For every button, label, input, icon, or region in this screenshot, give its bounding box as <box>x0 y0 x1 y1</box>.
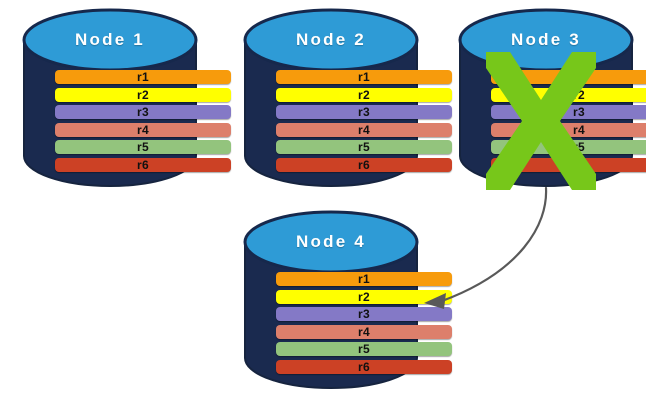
row-r1[interactable]: r1 <box>276 70 452 84</box>
row-r4[interactable]: r4 <box>276 324 452 339</box>
row-r6[interactable]: r6 <box>55 157 231 172</box>
row-label: r3 <box>573 105 585 119</box>
row-label: r5 <box>573 140 585 154</box>
row-label: r5 <box>358 342 370 356</box>
row-label: r2 <box>358 289 370 304</box>
node-cylinder-3[interactable]: Node 3 r1 r2 r3 r4 r5 r6 <box>458 8 646 190</box>
row-label: r4 <box>137 122 149 137</box>
node-rows-1: r1 r2 r3 r4 r5 r6 <box>22 70 264 172</box>
row-r5[interactable]: r5 <box>491 140 646 154</box>
row-label: r2 <box>358 87 370 102</box>
row-r2[interactable]: r2 <box>55 87 231 102</box>
row-label: r1 <box>573 70 585 84</box>
row-label: r6 <box>358 157 370 172</box>
row-label: r4 <box>358 122 370 137</box>
row-label: r1 <box>358 272 370 286</box>
node-rows-4: r1 r2 r3 r4 r5 r6 <box>243 272 485 374</box>
row-label: r2 <box>137 87 149 102</box>
node-rows-2: r1 r2 r3 r4 r5 r6 <box>243 70 485 172</box>
node-cylinder-4[interactable]: Node 4 r1 r2 r3 r4 r5 r6 <box>243 210 452 390</box>
row-label: r2 <box>573 87 585 102</box>
row-r6[interactable]: r6 <box>276 157 452 172</box>
row-r3[interactable]: r3 <box>491 105 646 119</box>
node-cylinder-1[interactable]: Node 1 r1 r2 r3 r4 r5 r6 <box>22 8 231 188</box>
row-r4[interactable]: r4 <box>276 122 452 137</box>
row-r5[interactable]: r5 <box>276 140 452 154</box>
row-label: r5 <box>137 140 149 154</box>
row-r4[interactable]: r4 <box>491 122 646 137</box>
row-r5[interactable]: r5 <box>55 140 231 154</box>
row-label: r5 <box>358 140 370 154</box>
row-label: r1 <box>137 70 149 84</box>
row-label: r6 <box>358 359 370 374</box>
row-r3[interactable]: r3 <box>276 105 452 119</box>
row-r3[interactable]: r3 <box>55 105 231 119</box>
row-label: r3 <box>137 105 149 119</box>
row-label: r3 <box>358 105 370 119</box>
row-r5[interactable]: r5 <box>276 342 452 356</box>
row-r2[interactable]: r2 <box>276 87 452 102</box>
row-label: r1 <box>358 70 370 84</box>
row-label: r4 <box>358 324 370 339</box>
row-r4[interactable]: r4 <box>55 122 231 137</box>
row-r6[interactable]: r6 <box>276 359 452 374</box>
row-r1[interactable]: r1 <box>55 70 231 84</box>
row-label: r6 <box>137 157 149 172</box>
row-r2[interactable]: r2 <box>491 87 646 102</box>
node-cylinder-2[interactable]: Node 2 r1 r2 r3 r4 r5 r6 <box>243 8 452 188</box>
row-label: r4 <box>573 122 585 137</box>
row-r2[interactable]: r2 <box>276 289 452 304</box>
row-r1[interactable]: r1 <box>491 70 646 84</box>
node-rows-3: r1 r2 r3 r4 r5 r6 <box>458 70 646 172</box>
row-r6[interactable]: r6 <box>491 157 646 172</box>
row-label: r3 <box>358 307 370 321</box>
row-r1[interactable]: r1 <box>276 272 452 286</box>
row-label: r6 <box>573 157 585 172</box>
row-r3[interactable]: r3 <box>276 307 452 321</box>
